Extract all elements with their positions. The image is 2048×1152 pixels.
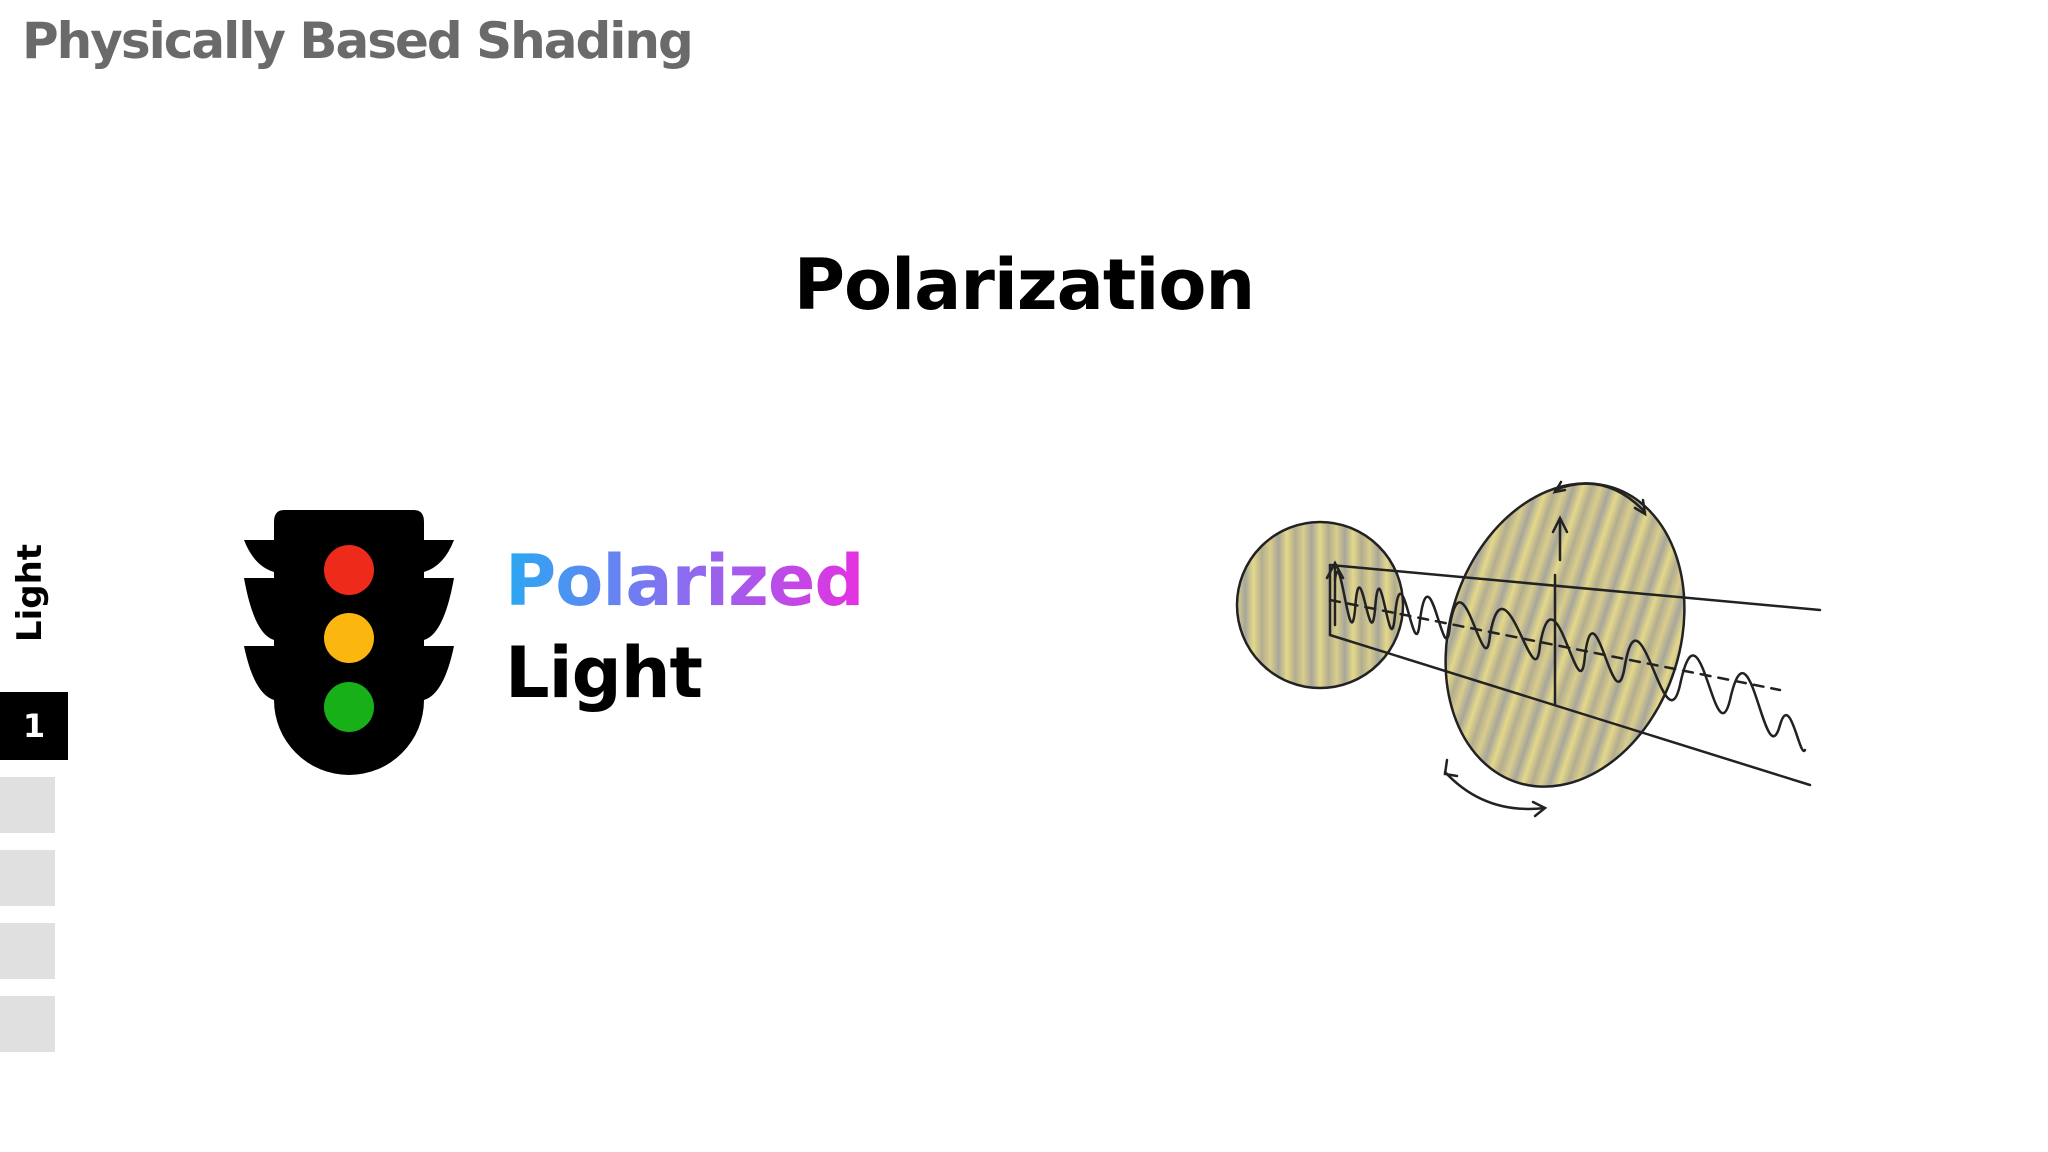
progress-step-3[interactable] xyxy=(0,850,55,906)
heading-light: Light xyxy=(505,632,703,714)
heading-block: Polarized Light xyxy=(505,537,864,721)
progress-step-4[interactable] xyxy=(0,923,55,979)
filter-disc-small xyxy=(1235,520,1405,690)
green-light xyxy=(324,682,374,732)
slide-progress: 1 xyxy=(0,692,68,1052)
polarization-filter-diagram xyxy=(1235,460,1855,844)
traffic-light-icon xyxy=(244,510,454,794)
slide-title: Polarization xyxy=(793,244,1256,326)
progress-step-1[interactable]: 1 xyxy=(0,692,68,760)
section-label: Light xyxy=(10,543,50,643)
red-light xyxy=(324,545,374,595)
course-title: Physically Based Shading xyxy=(22,12,694,70)
progress-step-5[interactable] xyxy=(0,996,55,1052)
progress-step-2[interactable] xyxy=(0,777,55,833)
amber-light xyxy=(324,613,374,663)
heading-polarized: Polarized xyxy=(505,537,864,625)
